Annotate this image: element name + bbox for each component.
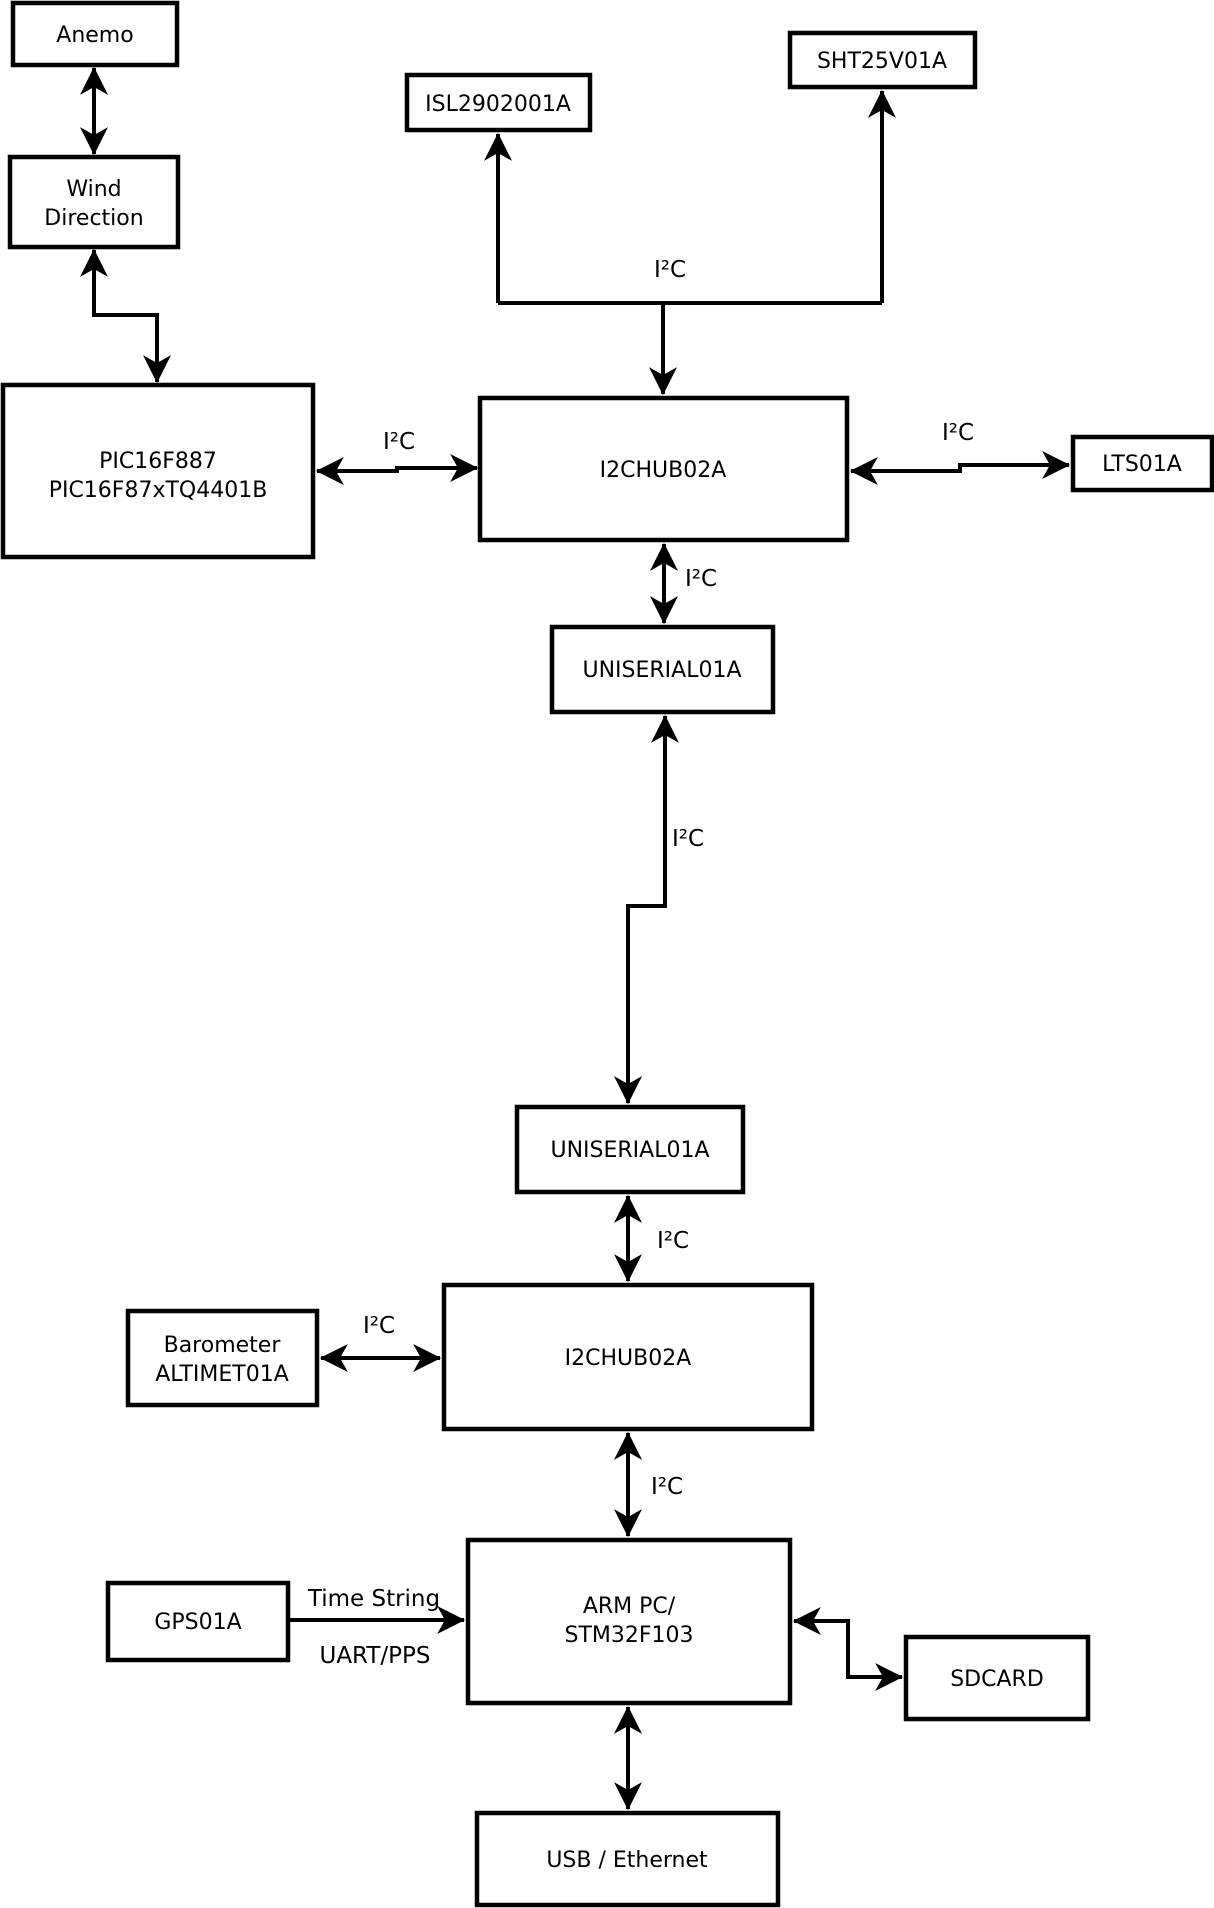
edge-label-i2c-uniserial-link: I²C bbox=[672, 826, 704, 852]
pic16f887-label-line1: PIC16F887 bbox=[99, 449, 217, 474]
edge-label-i2c-hub-uniserial: I²C bbox=[685, 566, 717, 592]
edge-label-time-string: Time String bbox=[307, 1586, 440, 1612]
node-arm-pc-stm32f103: ARM PC/ STM32F103 bbox=[465, 1537, 793, 1706]
lts01a-label: LTS01A bbox=[1102, 452, 1182, 477]
isl2902001a-label: ISL2902001A bbox=[425, 92, 571, 117]
sht25v01a-label: SHT25V01A bbox=[817, 49, 947, 74]
node-sht25v01a: SHT25V01A bbox=[787, 30, 978, 90]
wind-direction-box bbox=[7, 154, 181, 250]
pic16f887-label-line2: PIC16F87xTQ4401B bbox=[49, 478, 268, 503]
edge-pic-hub bbox=[315, 454, 479, 485]
uniserial01a-lower-box bbox=[514, 1104, 746, 1195]
i2chub02a-lower-label: I2CHUB02A bbox=[565, 1346, 692, 1371]
anemo-label: Anemo bbox=[56, 23, 133, 48]
node-uniserial01a-upper: UNISERIAL01A bbox=[549, 624, 776, 715]
node-i2chub02a-lower: I2CHUB02A bbox=[441, 1282, 815, 1432]
gps01a-label: GPS01A bbox=[154, 1610, 241, 1635]
edge-uniserial-link bbox=[614, 714, 679, 1105]
arm-pc-box bbox=[465, 1537, 793, 1706]
edge-wind-pic bbox=[80, 248, 171, 384]
i2chub02a-upper-box bbox=[477, 395, 850, 543]
edge-hub-lts bbox=[849, 451, 1071, 485]
node-pic16f887: PIC16F887 PIC16F87xTQ4401B bbox=[0, 382, 316, 560]
edge-label-i2c-barometer-hub2: I²C bbox=[363, 1313, 395, 1339]
usb-ethernet-label: USB / Ethernet bbox=[546, 1848, 708, 1873]
node-isl2902001a: ISL2902001A bbox=[404, 72, 593, 133]
node-gps01a: GPS01A bbox=[105, 1580, 291, 1663]
edge-label-i2c-pic-hub: I²C bbox=[383, 429, 415, 455]
uniserial01a-upper-label: UNISERIAL01A bbox=[582, 658, 741, 683]
edge-arm-sdcard bbox=[792, 1607, 904, 1691]
wind-direction-label-line2: Direction bbox=[44, 206, 143, 231]
gps01a-box bbox=[105, 1580, 291, 1663]
sdcard-box bbox=[903, 1634, 1091, 1722]
wind-direction-label-line1: Wind bbox=[66, 177, 121, 202]
node-uniserial01a-lower: UNISERIAL01A bbox=[514, 1104, 746, 1195]
arm-pc-label-line2: STM32F103 bbox=[564, 1623, 693, 1648]
node-lts01a: LTS01A bbox=[1070, 434, 1214, 493]
node-wind-direction: Wind Direction bbox=[7, 154, 181, 250]
node-sdcard: SDCARD bbox=[903, 1634, 1091, 1722]
i2chub02a-upper-label: I2CHUB02A bbox=[600, 458, 727, 483]
edge-label-uart-pps: UART/PPS bbox=[319, 1643, 430, 1669]
usb-ethernet-box bbox=[474, 1810, 781, 1908]
node-barometer-altimet01a: Barometer ALTIMET01A bbox=[125, 1308, 320, 1408]
barometer-label-line2: ALTIMET01A bbox=[155, 1362, 289, 1387]
arm-pc-label-line1: ARM PC/ bbox=[583, 1594, 676, 1619]
i2chub02a-lower-box bbox=[441, 1282, 815, 1432]
barometer-altimet01a-box bbox=[125, 1308, 320, 1408]
sht25v01a-box bbox=[787, 30, 978, 90]
edge-label-i2c-sensor-bus: I²C bbox=[654, 257, 686, 283]
sdcard-label: SDCARD bbox=[950, 1667, 1044, 1692]
node-usb-ethernet: USB / Ethernet bbox=[474, 1810, 781, 1908]
node-anemo: Anemo bbox=[10, 0, 180, 68]
uniserial01a-lower-label: UNISERIAL01A bbox=[550, 1138, 709, 1163]
anemo-box bbox=[10, 0, 180, 68]
edges bbox=[80, 66, 1071, 1811]
uniserial01a-upper-box bbox=[549, 624, 776, 715]
edge-labels: I²C I²C I²C I²C I²C I²C I²C I²C Time Str… bbox=[307, 257, 974, 1669]
lts01a-box bbox=[1070, 434, 1214, 493]
edge-label-i2c-hub2-arm: I²C bbox=[651, 1474, 683, 1500]
isl2902001a-box bbox=[404, 72, 593, 133]
barometer-label-line1: Barometer bbox=[164, 1333, 282, 1358]
edge-label-i2c-hub-lts: I²C bbox=[942, 420, 974, 446]
pic16f887-box bbox=[0, 382, 316, 560]
node-i2chub02a-upper: I2CHUB02A bbox=[477, 395, 850, 543]
edge-label-i2c-uniserial-hub2: I²C bbox=[657, 1228, 689, 1254]
